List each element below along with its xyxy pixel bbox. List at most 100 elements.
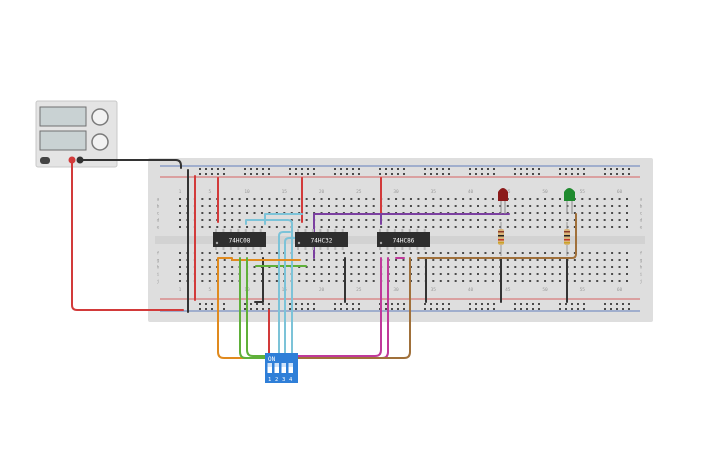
breadboard-hole[interactable]: [208, 252, 211, 254]
breadboard-hole[interactable]: [289, 308, 291, 310]
breadboard-hole[interactable]: [536, 198, 539, 200]
breadboard-hole[interactable]: [484, 219, 487, 221]
breadboard-hole[interactable]: [305, 252, 308, 254]
breadboard-hole[interactable]: [596, 273, 599, 275]
breadboard-hole[interactable]: [520, 168, 522, 170]
breadboard-hole[interactable]: [469, 259, 472, 261]
breadboard-hole[interactable]: [372, 273, 375, 275]
breadboard-hole[interactable]: [320, 266, 323, 268]
breadboard-hole[interactable]: [328, 226, 330, 228]
breadboard-hole[interactable]: [439, 266, 442, 268]
breadboard-hole[interactable]: [260, 226, 263, 228]
breadboard-hole[interactable]: [283, 205, 286, 207]
breadboard-hole[interactable]: [439, 219, 442, 221]
breadboard-hole[interactable]: [328, 198, 330, 200]
breadboard-hole[interactable]: [469, 168, 471, 170]
breadboard-hole[interactable]: [521, 226, 524, 228]
breadboard-hole[interactable]: [565, 173, 567, 175]
breadboard-hole[interactable]: [439, 280, 442, 282]
breadboard-hole[interactable]: [544, 259, 547, 261]
breadboard-hole[interactable]: [391, 168, 393, 170]
breadboard-hole[interactable]: [581, 198, 584, 200]
breadboard-hole[interactable]: [611, 198, 614, 200]
breadboard-hole[interactable]: [583, 303, 585, 305]
breadboard-hole[interactable]: [551, 266, 554, 268]
breadboard-hole[interactable]: [357, 226, 360, 228]
breadboard-hole[interactable]: [577, 168, 579, 170]
breadboard-hole[interactable]: [402, 259, 405, 261]
breadboard-hole[interactable]: [256, 168, 258, 170]
breadboard-hole[interactable]: [268, 273, 271, 275]
breadboard-hole[interactable]: [462, 273, 465, 275]
breadboard-hole[interactable]: [179, 266, 181, 268]
dip-toggle-1[interactable]: [267, 363, 273, 373]
breadboard-hole[interactable]: [201, 198, 204, 200]
breadboard-hole[interactable]: [402, 252, 405, 254]
breadboard-hole[interactable]: [536, 226, 539, 228]
breadboard-hole[interactable]: [573, 219, 576, 221]
breadboard-hole[interactable]: [484, 259, 487, 261]
breadboard-hole[interactable]: [231, 252, 234, 254]
red-led[interactable]: [498, 188, 508, 214]
resistor-green-led[interactable]: [564, 222, 570, 256]
breadboard-hole[interactable]: [447, 205, 450, 207]
breadboard-hole[interactable]: [551, 219, 554, 221]
breadboard-hole[interactable]: [290, 219, 293, 221]
breadboard-hole[interactable]: [439, 273, 442, 275]
breadboard-hole[interactable]: [391, 303, 393, 305]
breadboard-hole[interactable]: [588, 259, 591, 261]
breadboard-hole[interactable]: [313, 280, 316, 282]
breadboard-hole[interactable]: [559, 168, 561, 170]
breadboard-hole[interactable]: [610, 308, 612, 310]
breadboard-hole[interactable]: [583, 308, 585, 310]
breadboard-hole[interactable]: [211, 168, 213, 170]
breadboard-hole[interactable]: [462, 266, 465, 268]
breadboard-hole[interactable]: [514, 168, 516, 170]
breadboard-hole[interactable]: [514, 226, 517, 228]
breadboard-hole[interactable]: [477, 198, 479, 200]
breadboard-hole[interactable]: [342, 226, 345, 228]
breadboard-hole[interactable]: [521, 280, 524, 282]
breadboard-hole[interactable]: [305, 266, 308, 268]
breadboard-hole[interactable]: [588, 252, 591, 254]
breadboard-hole[interactable]: [424, 205, 427, 207]
breadboard-hole[interactable]: [223, 259, 226, 261]
breadboard-hole[interactable]: [320, 280, 323, 282]
breadboard-hole[interactable]: [217, 168, 219, 170]
breadboard-hole[interactable]: [454, 226, 457, 228]
breadboard-hole[interactable]: [604, 308, 606, 310]
breadboard-hole[interactable]: [491, 205, 494, 207]
breadboard-hole[interactable]: [616, 303, 618, 305]
breadboard-hole[interactable]: [403, 303, 405, 305]
breadboard-hole[interactable]: [447, 259, 450, 261]
breadboard-hole[interactable]: [558, 219, 561, 221]
breadboard-hole[interactable]: [526, 308, 528, 310]
breadboard-hole[interactable]: [208, 259, 211, 261]
breadboard-hole[interactable]: [417, 205, 420, 207]
breadboard-hole[interactable]: [462, 219, 465, 221]
breadboard-hole[interactable]: [618, 273, 621, 275]
breadboard-hole[interactable]: [231, 205, 234, 207]
breadboard-hole[interactable]: [268, 168, 270, 170]
breadboard-hole[interactable]: [387, 226, 390, 228]
breadboard-hole[interactable]: [208, 280, 211, 282]
breadboard-hole[interactable]: [529, 226, 532, 228]
breadboard-hole[interactable]: [313, 205, 316, 207]
breadboard-hole[interactable]: [199, 308, 201, 310]
breadboard-hole[interactable]: [529, 266, 532, 268]
breadboard-hole[interactable]: [544, 266, 547, 268]
breadboard-hole[interactable]: [250, 173, 252, 175]
breadboard-hole[interactable]: [397, 308, 399, 310]
breadboard-hole[interactable]: [469, 205, 472, 207]
breadboard-hole[interactable]: [305, 205, 308, 207]
breadboard-hole[interactable]: [475, 173, 477, 175]
breadboard-hole[interactable]: [577, 303, 579, 305]
breadboard-hole[interactable]: [611, 266, 614, 268]
breadboard-hole[interactable]: [454, 252, 457, 254]
breadboard-hole[interactable]: [424, 219, 427, 221]
breadboard-hole[interactable]: [342, 266, 345, 268]
breadboard-hole[interactable]: [583, 168, 585, 170]
wire-lightblue-b[interactable]: [264, 213, 303, 225]
breadboard-hole[interactable]: [520, 303, 522, 305]
breadboard-hole[interactable]: [573, 280, 576, 282]
